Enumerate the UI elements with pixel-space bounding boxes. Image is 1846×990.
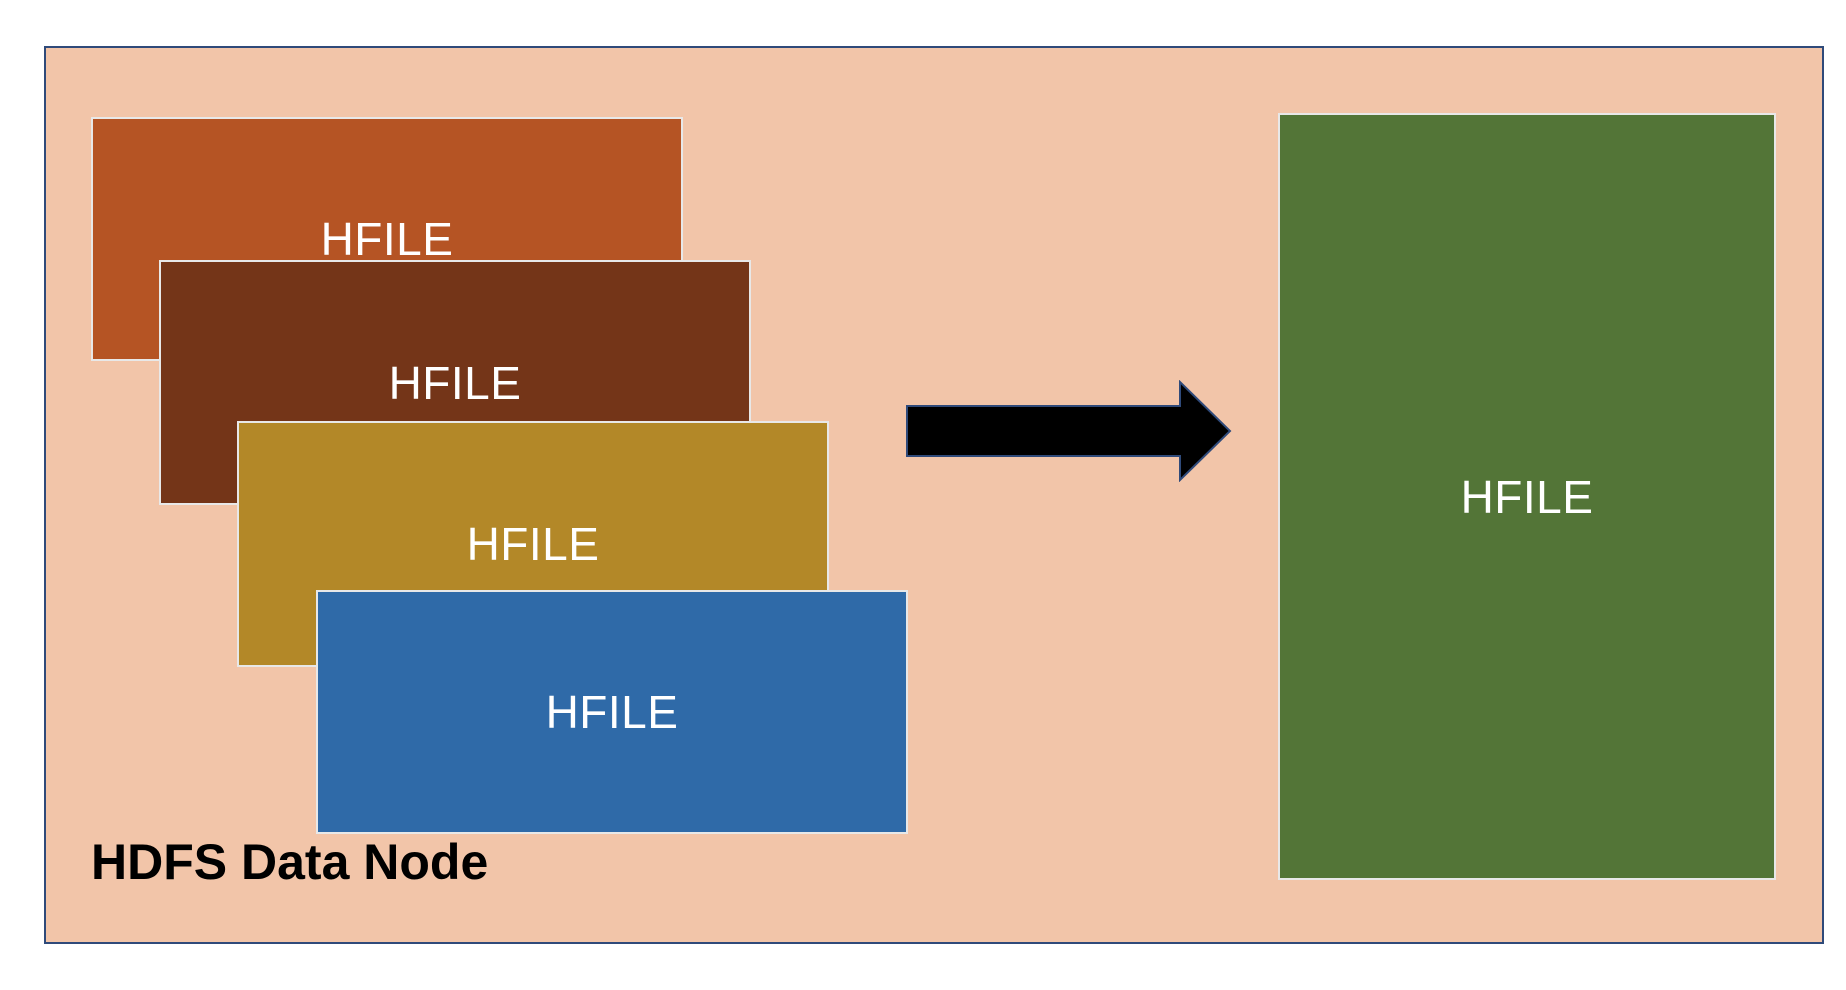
hfile-box-4: HFILE bbox=[316, 590, 908, 834]
hfile-label: HFILE bbox=[545, 686, 679, 738]
hfile-label: HFILE bbox=[388, 356, 522, 409]
merged-hfile-box: HFILE bbox=[1278, 113, 1776, 880]
hfile-label: HFILE bbox=[320, 213, 454, 265]
hfile-label: HFILE bbox=[1460, 470, 1594, 523]
arrow-shape bbox=[906, 380, 1232, 482]
right-arrow-icon bbox=[906, 380, 1232, 482]
hfile-label: HFILE bbox=[466, 518, 600, 570]
container-label: HDFS Data Node bbox=[91, 834, 489, 890]
